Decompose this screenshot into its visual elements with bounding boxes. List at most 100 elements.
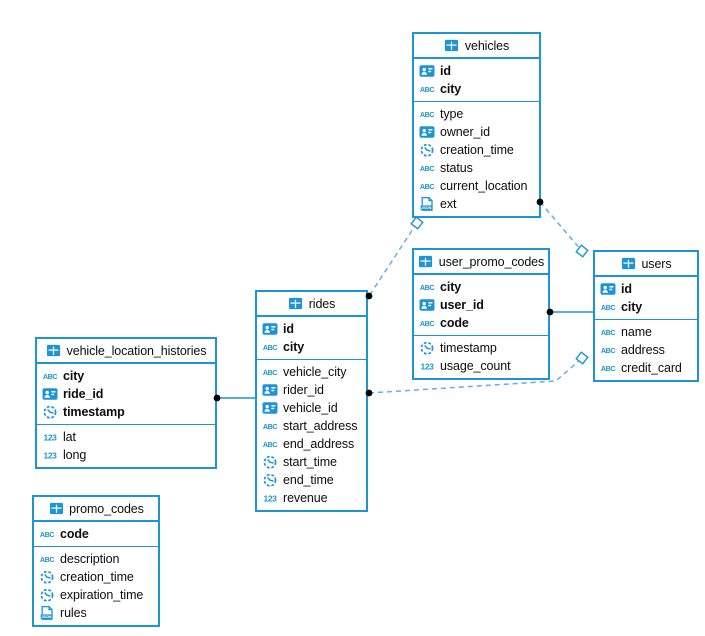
column-label: creation_time [60, 570, 134, 584]
table-title: promo_codes [69, 501, 144, 516]
time-type-icon [39, 569, 55, 585]
column-row-id: id [595, 280, 697, 298]
table-icon [444, 38, 460, 54]
column-label: vehicle_city [283, 365, 347, 379]
text-type-icon: ABC [419, 106, 435, 122]
number-type-icon: 123 [262, 490, 278, 506]
svg-text:ABC: ABC [40, 530, 55, 539]
column-label: usage_count [440, 359, 511, 373]
column-row-rider_id: rider_id [257, 381, 366, 399]
text-type-icon: ABC [419, 178, 435, 194]
relation-user_promo_codes-users [546, 308, 593, 316]
relation-diamond-marker [410, 216, 424, 230]
column-label: description [60, 552, 120, 566]
id-type-icon [419, 63, 435, 79]
table-title: vehicles [464, 38, 510, 53]
column-row-id: id [257, 320, 366, 338]
text-type-icon: ABC [262, 339, 278, 355]
column-label: city [440, 280, 462, 294]
column-row-expiration_time: expiration_time [34, 586, 158, 604]
column-row-start_time: start_time [257, 453, 366, 471]
column-label: start_time [283, 455, 337, 469]
time-type-icon [39, 587, 55, 603]
table-header[interactable]: vehicles [414, 34, 539, 59]
relation-diamond-marker [575, 244, 589, 258]
column-label: rider_id [283, 383, 324, 397]
column-row-name: ABC name [595, 323, 697, 341]
svg-text:123: 123 [44, 451, 58, 461]
id-type-icon [262, 400, 278, 416]
column-label: start_address [283, 419, 358, 433]
column-label: id [440, 64, 451, 78]
text-type-icon: ABC [419, 160, 435, 176]
text-type-icon: ABC [42, 368, 58, 384]
table-header[interactable]: vehicle_location_histories [37, 339, 215, 364]
column-row-end_time: end_time [257, 471, 366, 489]
table-icon [46, 343, 62, 359]
primary-key-section: ABC code [34, 522, 158, 547]
table-header[interactable]: users [595, 252, 697, 277]
column-row-timestamp: timestamp [37, 403, 215, 421]
column-label: city [63, 369, 85, 383]
table-icon [418, 254, 434, 270]
column-label: timestamp [63, 405, 125, 419]
table-header[interactable]: promo_codes [34, 497, 158, 522]
column-label: credit_card [621, 361, 682, 375]
column-label: name [621, 325, 652, 339]
column-label: city [440, 82, 462, 96]
svg-text:ABC: ABC [601, 364, 616, 373]
column-label: revenue [283, 491, 328, 505]
column-row-owner_id: owner_id [414, 123, 539, 141]
text-type-icon: ABC [600, 360, 616, 376]
id-type-icon [600, 281, 616, 297]
column-row-city: ABC city [37, 367, 215, 385]
table-header[interactable]: rides [257, 292, 366, 317]
text-type-icon: ABC [262, 418, 278, 434]
number-type-icon: 123 [42, 429, 58, 445]
text-type-icon: ABC [600, 324, 616, 340]
column-row-description: ABC description [34, 550, 158, 568]
text-type-icon: ABC [262, 364, 278, 380]
column-row-creation_time: creation_time [414, 141, 539, 159]
column-label: ride_id [63, 387, 104, 401]
time-type-icon [419, 340, 435, 356]
column-label: current_location [440, 179, 528, 193]
column-label: code [60, 527, 89, 541]
column-label: timestamp [440, 341, 497, 355]
table-header[interactable]: user_promo_codes [414, 250, 548, 275]
column-label: user_id [440, 298, 484, 312]
svg-text:ABC: ABC [601, 303, 616, 312]
id-type-icon [262, 321, 278, 337]
id-type-icon [419, 124, 435, 140]
primary-key-section: ABC city ride_id timestamp [37, 364, 215, 425]
svg-text:ABC: ABC [40, 555, 55, 564]
column-label: vehicle_id [283, 401, 338, 415]
text-type-icon: ABC [419, 315, 435, 331]
column-label: type [440, 107, 464, 121]
relation-vehicle_location_histories-rides [213, 394, 255, 402]
column-label: city [283, 340, 305, 354]
number-type-icon: 123 [42, 447, 58, 463]
text-type-icon: ABC [600, 299, 616, 315]
column-label: end_address [283, 437, 355, 451]
svg-text:ABC: ABC [43, 372, 58, 381]
time-type-icon [262, 454, 278, 470]
svg-text:ABC: ABC [420, 283, 435, 292]
